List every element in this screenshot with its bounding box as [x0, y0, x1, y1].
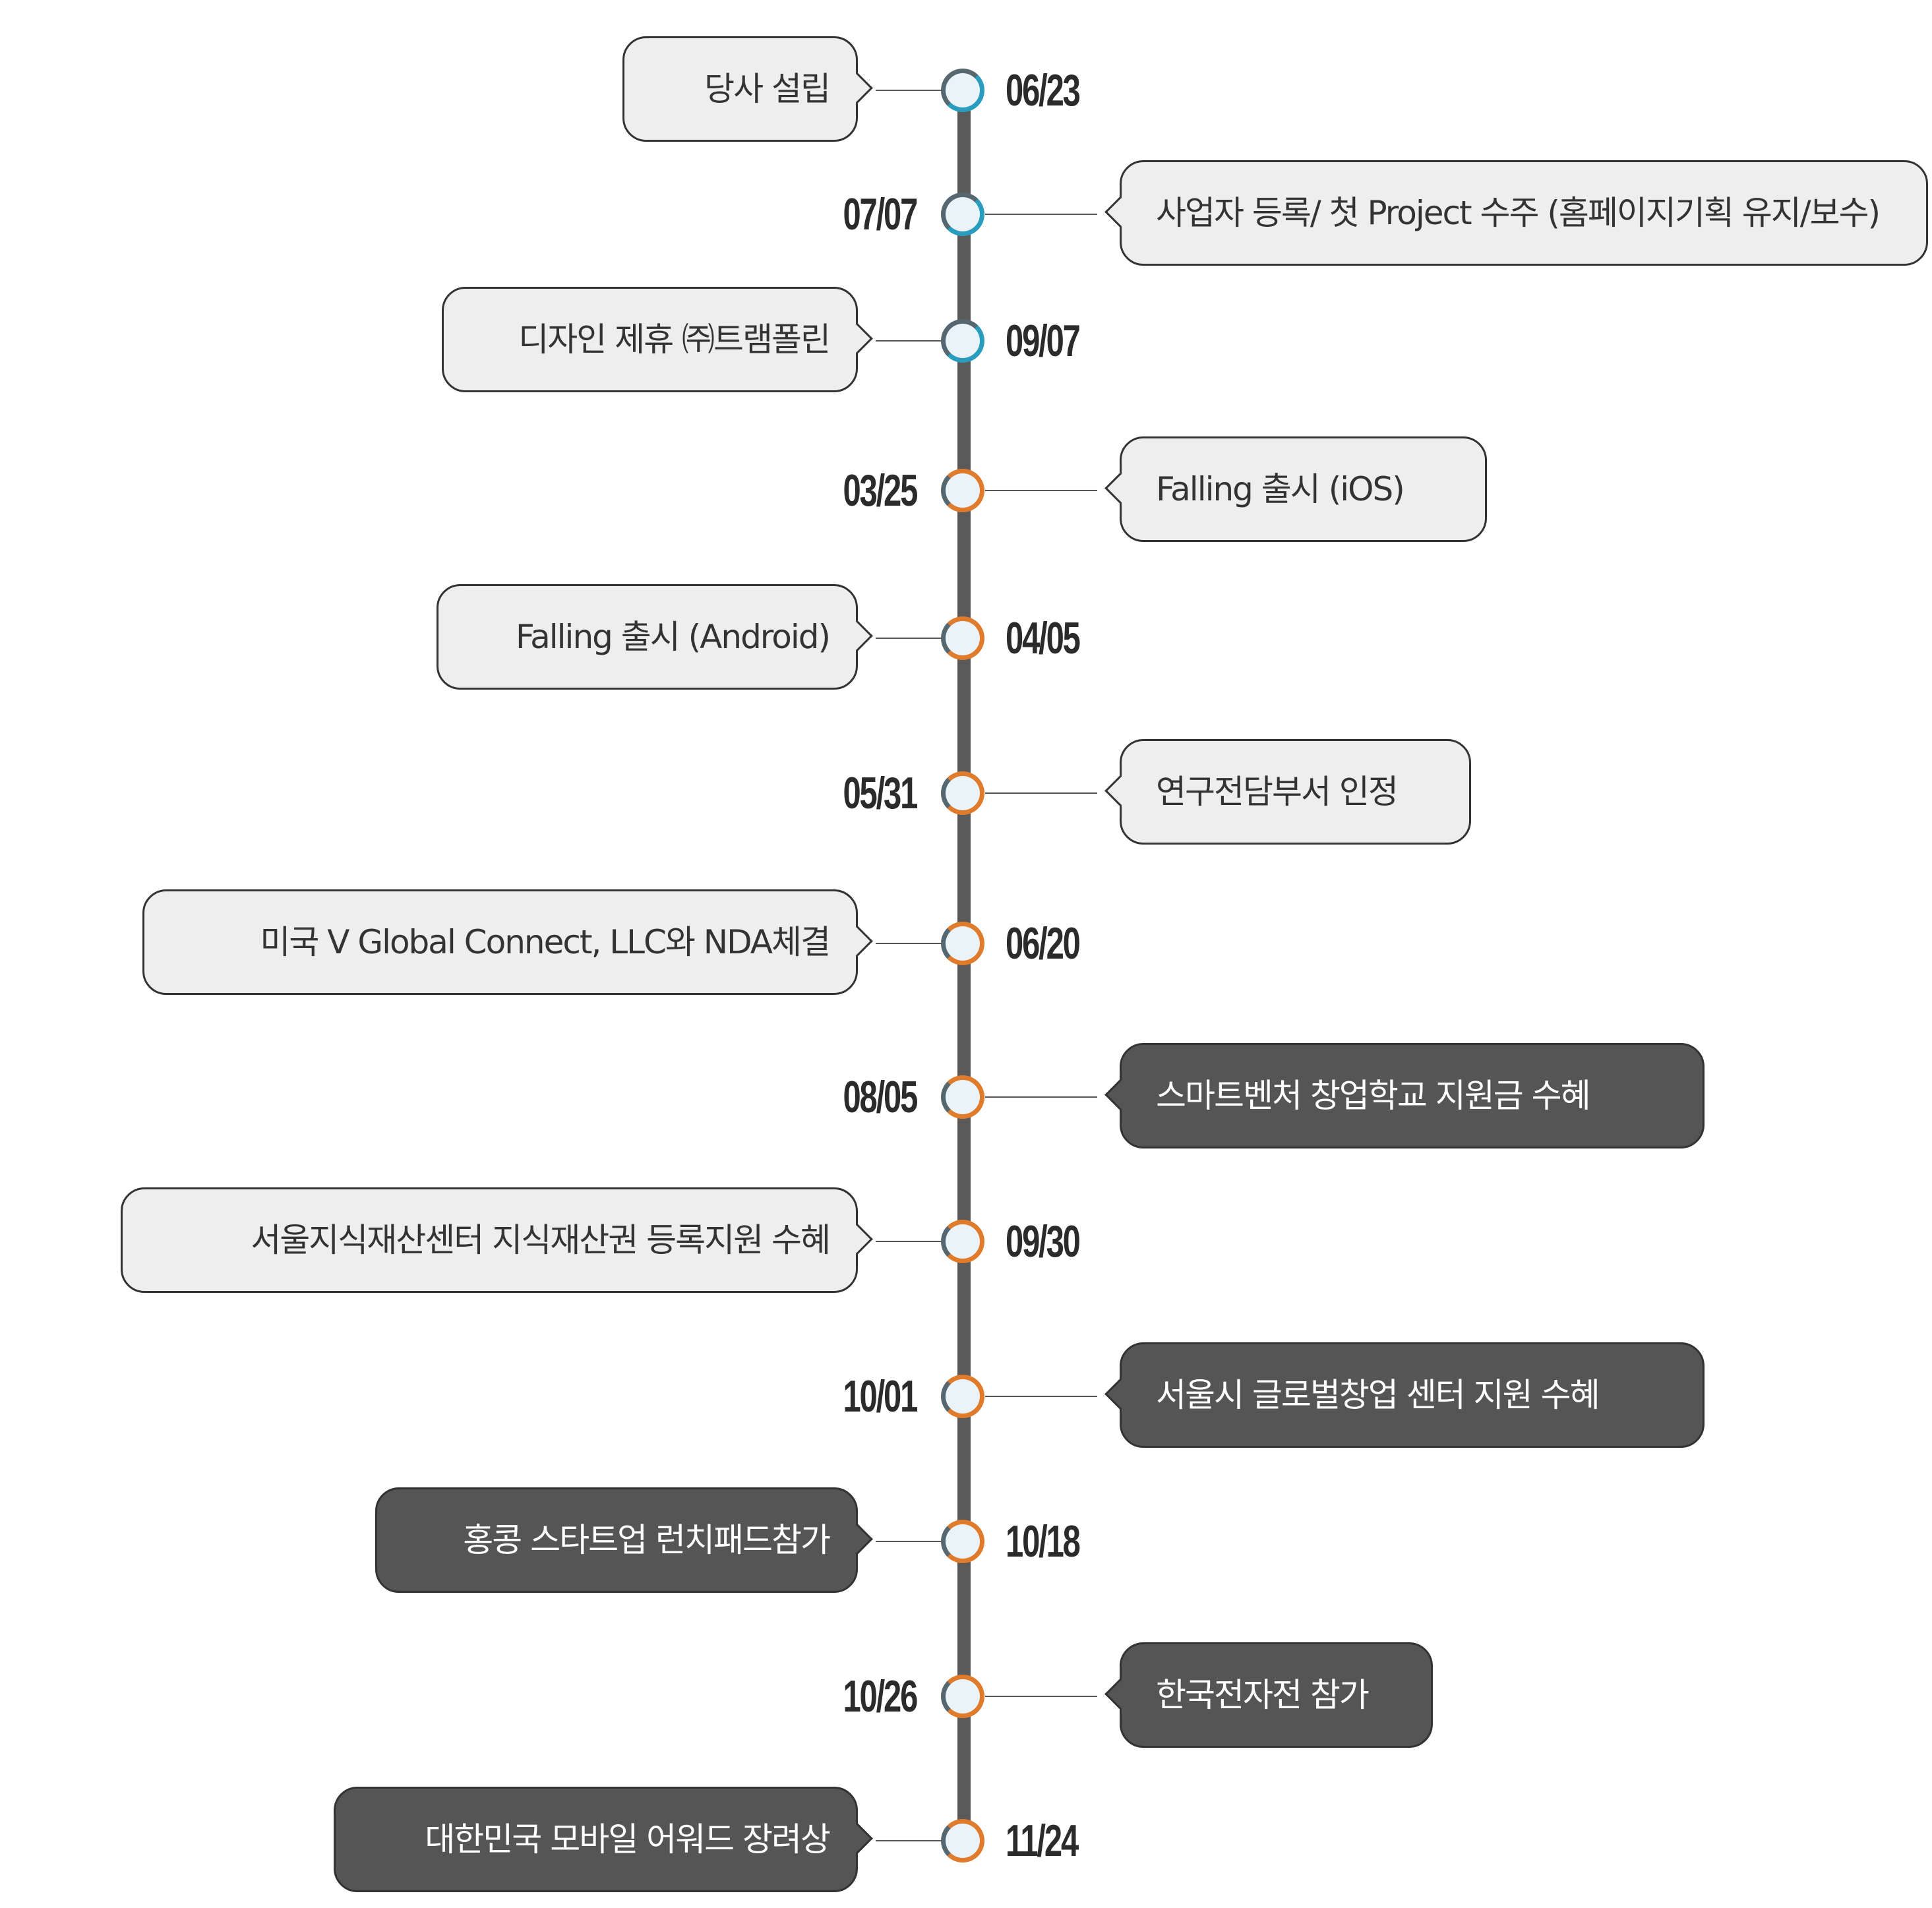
timeline-node	[941, 1375, 984, 1418]
connector-line	[876, 1541, 942, 1542]
event-bubble: 서울시 글로벌창업 센터 지원 수혜	[1104, 1342, 1705, 1448]
connector-line	[876, 1840, 942, 1841]
event-date: 06/20	[1006, 918, 1081, 969]
event-text: 디자인 제휴 ㈜트램폴린	[518, 320, 831, 359]
event-text: Falling 출시 (iOS)	[1156, 470, 1405, 508]
connector-line	[876, 1241, 942, 1242]
event-date: 08/05	[843, 1072, 918, 1122]
bubble-pointer	[842, 1524, 873, 1555]
event-text: 홍콩 스타트업 런치패드참가	[463, 1521, 831, 1559]
event-bubble: 연구전담부서 인정	[1104, 739, 1471, 845]
connector-line	[985, 1696, 1097, 1697]
timeline-node	[941, 469, 984, 512]
bubble-pointer	[842, 323, 873, 354]
timeline-node	[941, 1220, 984, 1263]
event-bubble: 당사 설립	[622, 36, 873, 142]
event-text: 사업자 등록/ 첫 Project 수주 (홈페이지기획 유지/보수)	[1156, 194, 1881, 232]
event-date: 11/24	[1006, 1816, 1079, 1866]
event-bubble: 스마트벤처 창업학교 지원금 수혜	[1104, 1043, 1705, 1148]
event-bubble: Falling 출시 (Android)	[437, 584, 873, 690]
event-text: 당사 설립	[704, 70, 831, 108]
event-bubble: 미국 V Global Connect, LLC와 NDA체결	[142, 889, 873, 995]
timeline-node	[941, 922, 984, 965]
event-text: 대한민국 모바일 어워드 장려상	[425, 1820, 831, 1859]
connector-line	[876, 90, 942, 91]
timeline-node	[941, 616, 984, 660]
bubble-pointer	[842, 1823, 873, 1854]
bubble-pointer	[1104, 1079, 1135, 1110]
event-bubble: 서울지식재산센터 지식재산권 등록지원 수혜	[121, 1187, 873, 1293]
event-text: 스마트벤처 창업학교 지원금 수혜	[1156, 1077, 1591, 1115]
connector-line	[985, 214, 1097, 215]
event-text: 서울시 글로벌창업 센터 지원 수혜	[1156, 1376, 1600, 1414]
connector-line	[876, 943, 942, 944]
bubble-pointer	[1104, 1379, 1135, 1410]
timeline-node	[941, 1675, 984, 1718]
event-date: 10/01	[843, 1371, 918, 1421]
timeline-node	[941, 1075, 984, 1119]
bubble-pointer	[1104, 775, 1135, 806]
connector-line	[985, 490, 1097, 491]
event-text: Falling 출시 (Android)	[515, 618, 831, 656]
bubble-pointer	[1104, 473, 1135, 504]
event-date: 03/25	[843, 465, 918, 516]
event-date: 10/18	[1006, 1516, 1081, 1566]
event-text: 서울지식재산센터 지식재산권 등록지원 수혜	[251, 1221, 831, 1259]
event-bubble: Falling 출시 (iOS)	[1104, 436, 1487, 542]
event-bubble: 한국전자전 참가	[1104, 1642, 1433, 1748]
connector-line	[876, 340, 942, 342]
timeline-node	[941, 1520, 984, 1563]
connector-line	[985, 792, 1097, 794]
event-bubble: 대한민국 모바일 어워드 장려상	[334, 1787, 873, 1892]
event-date: 05/31	[843, 768, 918, 818]
bubble-pointer	[1104, 1679, 1135, 1710]
bubble-pointer	[842, 620, 873, 651]
timeline-node	[941, 1819, 984, 1863]
timeline-node	[941, 69, 984, 112]
event-text: 한국전자전 참가	[1156, 1676, 1370, 1714]
connector-line	[985, 1396, 1097, 1397]
event-bubble: 디자인 제휴 ㈜트램폴린	[442, 287, 873, 392]
event-date: 09/30	[1006, 1216, 1081, 1267]
bubble-pointer	[842, 1224, 873, 1255]
connector-line	[985, 1096, 1097, 1098]
bubble-pointer	[842, 926, 873, 957]
event-text: 미국 V Global Connect, LLC와 NDA체결	[260, 923, 831, 961]
bubble-pointer	[842, 73, 873, 104]
event-date: 09/07	[1006, 316, 1081, 366]
event-date: 04/05	[1006, 613, 1081, 663]
event-bubble: 사업자 등록/ 첫 Project 수주 (홈페이지기획 유지/보수)	[1104, 160, 1928, 266]
event-bubble: 홍콩 스타트업 런치패드참가	[375, 1487, 873, 1593]
timeline-node	[941, 193, 984, 236]
bubble-pointer	[1104, 196, 1135, 227]
event-date: 10/26	[843, 1671, 918, 1721]
timeline-node	[941, 771, 984, 815]
event-date: 07/07	[843, 189, 918, 239]
event-date: 06/23	[1006, 65, 1081, 115]
event-text: 연구전담부서 인정	[1156, 773, 1399, 811]
timeline-node	[941, 319, 984, 363]
connector-line	[876, 638, 942, 639]
